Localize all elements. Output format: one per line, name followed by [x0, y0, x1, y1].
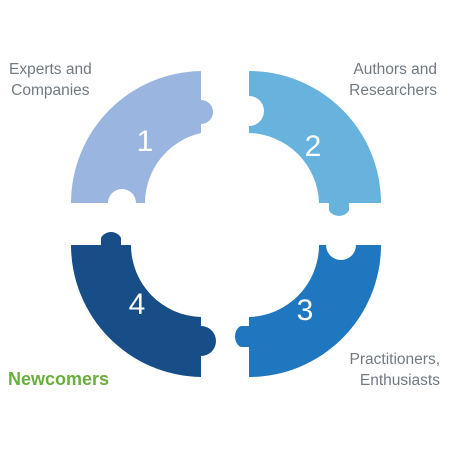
- label-experts-line2: Companies: [11, 82, 90, 99]
- piece-3-number: 3: [297, 294, 314, 327]
- puzzle-piece-1: [71, 71, 213, 203]
- label-practitioners-line1: Practitioners,: [349, 351, 440, 368]
- puzzle-piece-3: [234, 245, 381, 377]
- label-authors-line1: Authors and: [353, 61, 437, 78]
- label-experts-companies: Experts and Companies: [9, 59, 92, 101]
- label-newcomers: Newcomers: [8, 369, 110, 389]
- puzzle-piece-2: [249, 71, 381, 216]
- label-authors-researchers: Authors and Researchers: [349, 59, 437, 101]
- label-practitioners-line2: Enthusiasts: [359, 372, 440, 389]
- piece-1-number: 1: [137, 125, 154, 158]
- label-practitioners-enthusiasts: Practitioners, Enthusiasts: [350, 349, 440, 391]
- label-authors-line2: Researchers: [349, 82, 437, 99]
- label-experts-line1: Experts and: [9, 61, 92, 78]
- puzzle-piece-4: [70, 232, 216, 377]
- piece-2-number: 2: [305, 130, 322, 163]
- piece-4-number: 4: [129, 288, 146, 321]
